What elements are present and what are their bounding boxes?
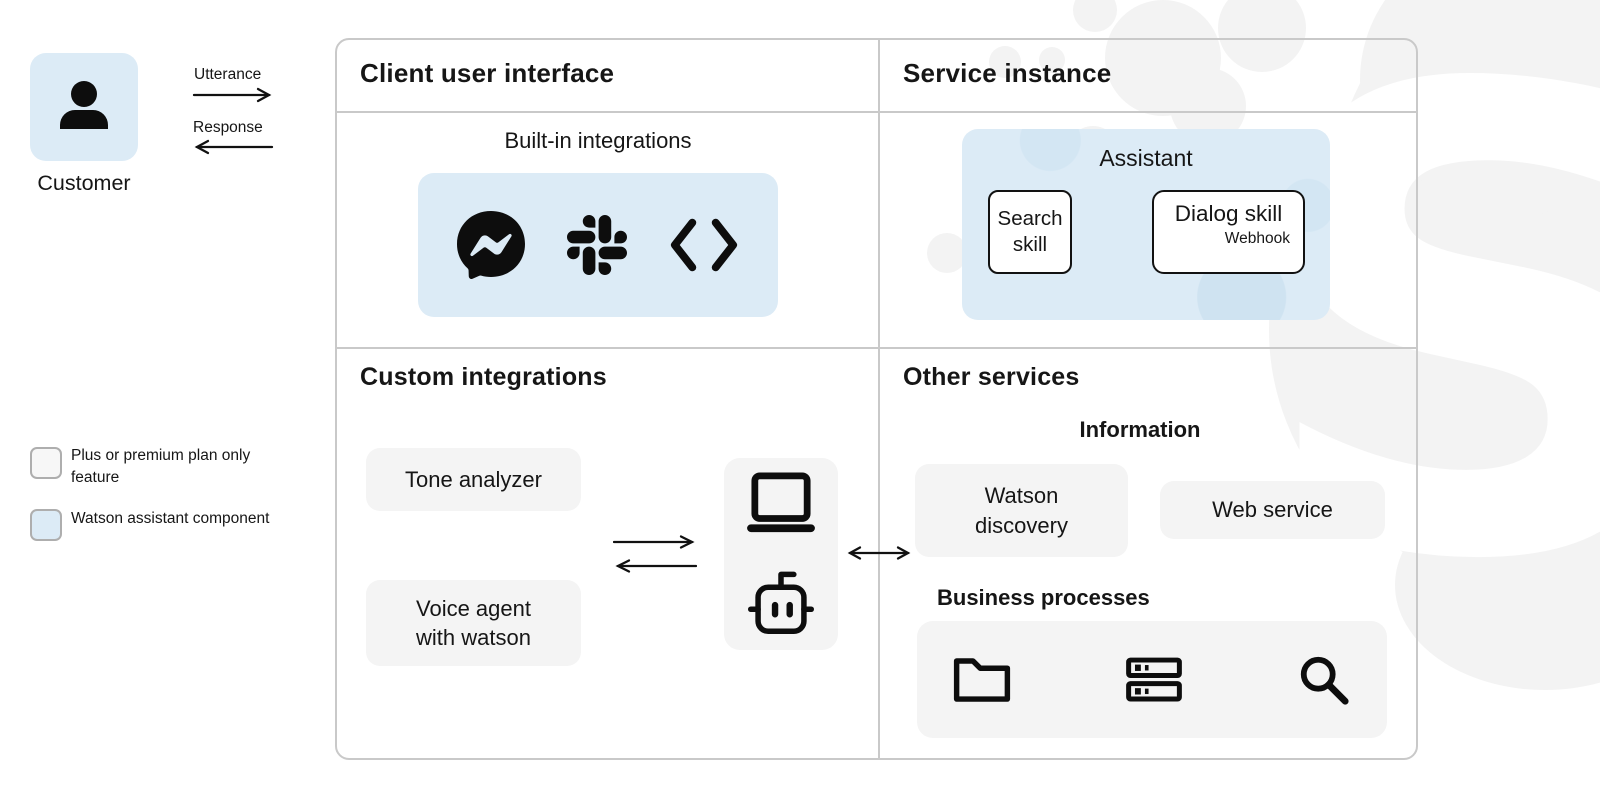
legend-label-watson: Watson assistant component (71, 510, 270, 527)
customer-label: Customer (37, 171, 131, 195)
middle-divider (335, 347, 1418, 349)
from-device-arrow (615, 559, 697, 573)
business-processes-box (917, 621, 1387, 738)
voice-agent-label: Voice agent with watson (416, 596, 531, 650)
utterance-arrow (192, 87, 272, 103)
messenger-icon (457, 211, 525, 279)
assistant-label: Assistant (1099, 145, 1193, 171)
web-service-label: Web service (1212, 497, 1333, 522)
response-arrow (194, 139, 274, 155)
dialog-skill-box: Dialog skill Webhook (1152, 190, 1305, 274)
legend-label-plan: Plus or premium plan only feature (71, 447, 251, 486)
watson-discovery-box: Watson discovery (915, 464, 1128, 557)
response-label: Response (193, 119, 263, 136)
web-service-box: Web service (1160, 481, 1385, 539)
dialog-skill-sublabel: Webhook (1224, 230, 1290, 247)
other-services-title: Other services (903, 363, 1080, 391)
business-processes-label: Business processes (937, 585, 1150, 610)
legend-swatch-plan (30, 447, 62, 479)
customer-box (30, 53, 138, 161)
laptop-icon (747, 472, 815, 533)
information-label: Information (1079, 417, 1201, 442)
tone-analyzer-label: Tone analyzer (405, 466, 542, 492)
legend-swatch-watson (30, 509, 62, 541)
client-ui-title: Client user interface (360, 58, 615, 88)
slack-icon (567, 215, 627, 275)
title-band-divider (335, 111, 1418, 113)
device-services-arrow (847, 546, 911, 560)
builtin-integrations-label: Built-in integrations (504, 128, 692, 153)
assistant-box: Assistant Search skill Dialog skill Webh… (962, 129, 1330, 320)
utterance-label: Utterance (194, 66, 262, 83)
server-icon (1126, 657, 1182, 702)
device-box (724, 458, 838, 650)
person-icon (60, 81, 108, 129)
custom-integrations-title: Custom integrations (360, 363, 607, 391)
dialog-skill-label: Dialog skill (1174, 201, 1283, 226)
search-skill-label: Search skill (997, 207, 1063, 256)
builtin-integrations-box (418, 173, 778, 317)
robot-icon (748, 571, 814, 634)
code-icon (670, 218, 738, 272)
tone-analyzer-box: Tone analyzer (366, 448, 581, 511)
search-skill-box: Search skill (988, 190, 1072, 274)
vertical-divider (878, 38, 880, 760)
voice-agent-box: Voice agent with watson (366, 580, 581, 666)
service-instance-title: Service instance (903, 58, 1112, 88)
to-device-arrow (613, 535, 695, 549)
folder-icon (953, 657, 1011, 702)
watson-discovery-label: Watson discovery (975, 482, 1068, 538)
search-icon (1300, 656, 1349, 705)
